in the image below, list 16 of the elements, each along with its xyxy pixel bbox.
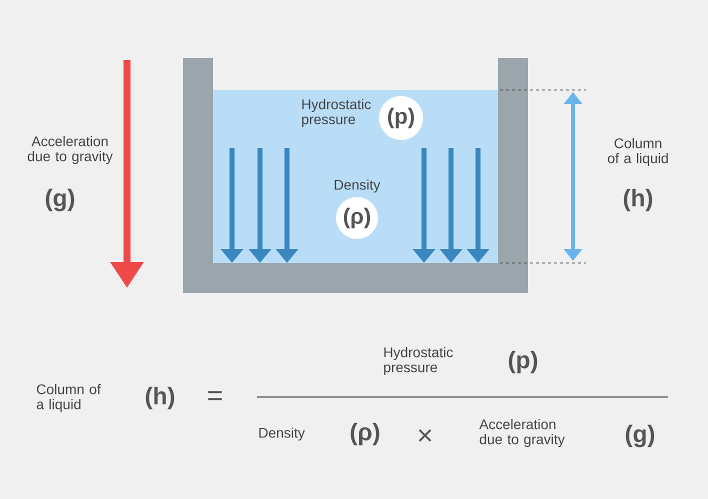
label-text: Acceleration due to gravity <box>28 136 113 164</box>
operator-sign: × <box>418 429 432 442</box>
label-text: Hydrostatic pressure <box>302 98 371 128</box>
symbol-text: (g) <box>626 424 654 448</box>
label-text: Density <box>334 179 380 193</box>
symbol-text: (p) <box>508 350 538 374</box>
label-text: Column of a liquid <box>608 138 668 166</box>
operator-sign: = <box>208 391 222 400</box>
label-text: Acceleration due to gravity <box>479 418 565 448</box>
symbol-text: (g) <box>46 188 74 212</box>
label-text: Column of a liquid <box>36 384 101 412</box>
symbol-text: (ρ) <box>350 422 380 446</box>
symbol-text: (h) <box>624 188 652 212</box>
symbol-text: (h) <box>146 386 174 410</box>
label-text: Hydrostatic pressure <box>384 346 453 376</box>
label-text: Density <box>259 427 305 441</box>
